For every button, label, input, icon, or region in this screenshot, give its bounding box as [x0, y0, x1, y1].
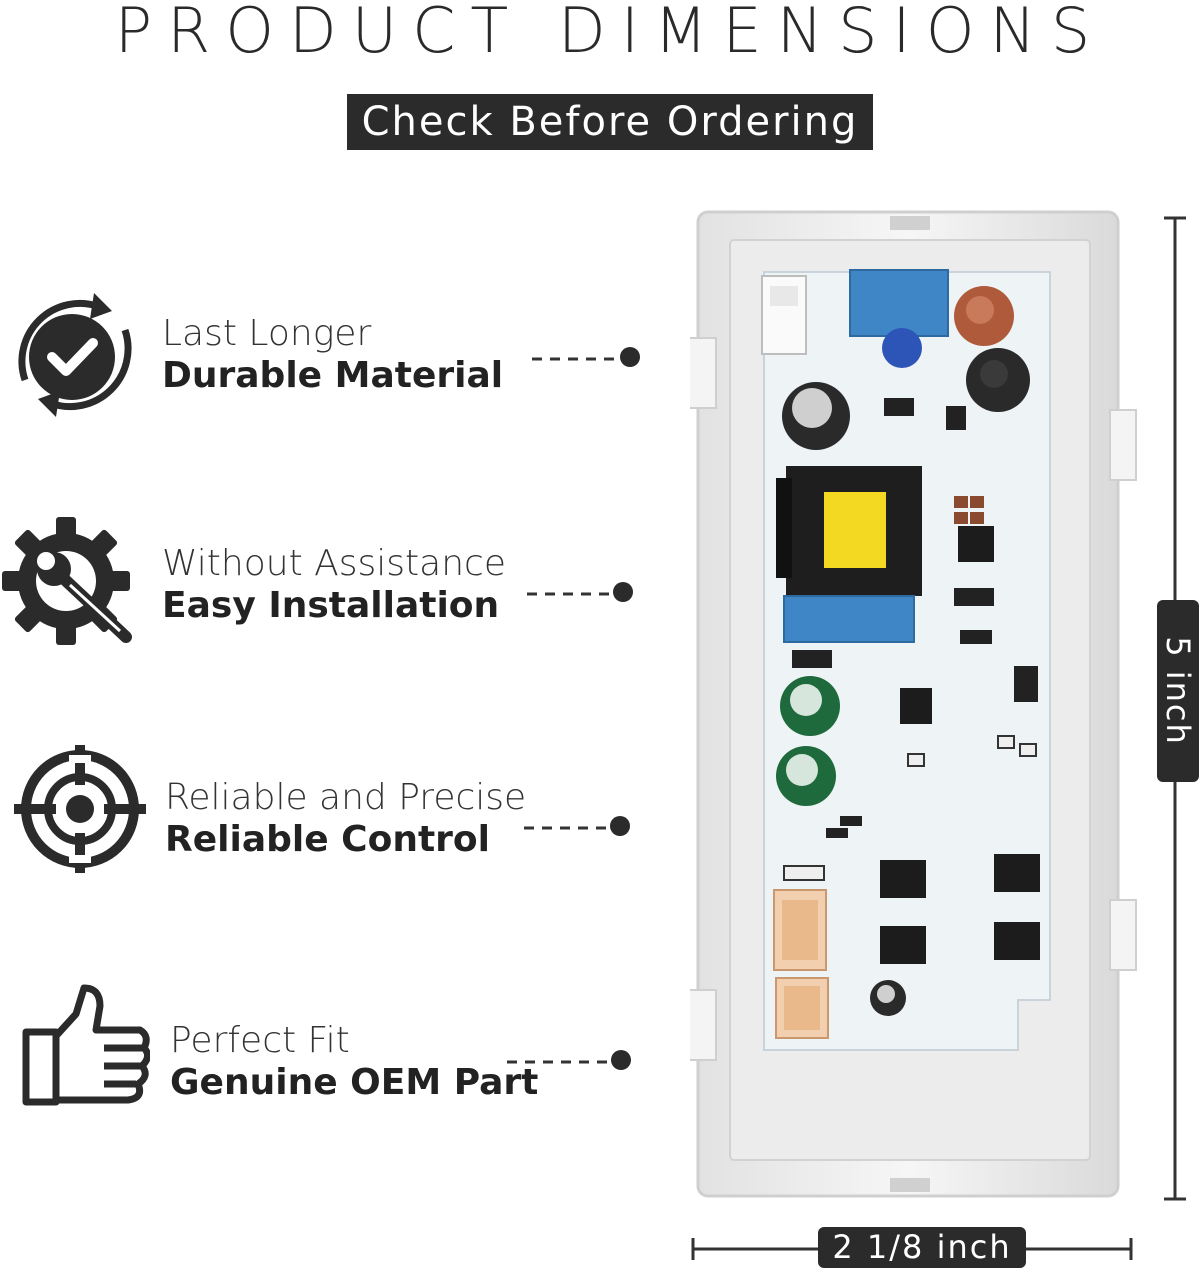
- gear-wrench-icon: [2, 517, 132, 645]
- feature-subtitle: Without Assistance: [162, 543, 506, 584]
- leader-line: [507, 1050, 631, 1070]
- target-icon: [14, 745, 146, 873]
- feature-subtitle: Last Longer: [162, 313, 372, 354]
- feature-durable-material: Last Longer Durable Material: [0, 285, 660, 425]
- feature-reliable-control: Reliable and Precise Reliable Control: [0, 745, 660, 885]
- check-cycle-icon: [18, 293, 132, 417]
- thumbs-up-icon: [22, 984, 150, 1106]
- feature-title: Durable Material: [162, 355, 504, 396]
- control-board-image: [690, 210, 1137, 1198]
- page-title: PRODUCT DIMENSIONS: [114, 0, 1106, 67]
- leader-line: [524, 816, 630, 836]
- leader-line: [532, 347, 640, 367]
- feature-easy-installation: Without Assistance Easy Installation: [0, 515, 660, 655]
- height-dimension-label: 5 inch: [1157, 600, 1199, 782]
- leader-line: [527, 582, 633, 602]
- feature-subtitle: Perfect Fit: [170, 1020, 350, 1061]
- feature-title: Genuine OEM Part: [170, 1062, 539, 1103]
- feature-title: Reliable Control: [165, 819, 490, 860]
- feature-subtitle: Reliable and Precise: [165, 777, 527, 818]
- feature-title: Easy Installation: [162, 585, 500, 626]
- feature-genuine-oem-part: Perfect Fit Genuine OEM Part: [0, 980, 660, 1120]
- subtitle-banner: Check Before Ordering: [347, 94, 873, 150]
- width-dimension-label: 2 1/8 inch: [818, 1227, 1026, 1268]
